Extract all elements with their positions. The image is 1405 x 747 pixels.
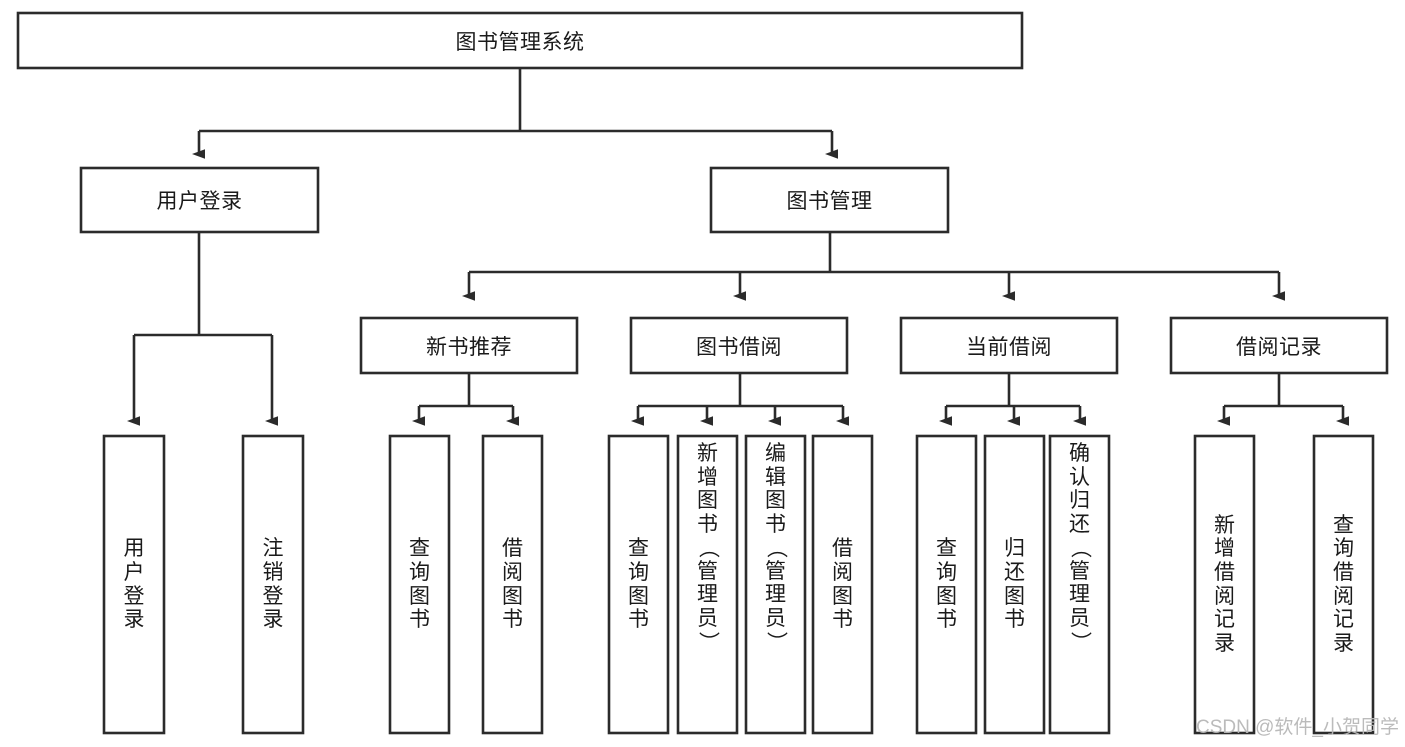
node-book-borrow[interactable] <box>629 316 849 375</box>
node-new-book-recommend[interactable] <box>359 316 579 375</box>
leaf-box-borrow-record-1[interactable] <box>1312 434 1375 735</box>
node-borrow-record[interactable] <box>1169 316 1389 375</box>
leaf-box-book-borrow-0[interactable] <box>607 434 670 735</box>
leaf-box-current-borrow-1[interactable] <box>983 434 1046 735</box>
leaf-box-new-book-1[interactable] <box>481 434 544 735</box>
csdn-watermark: CSDN @软件_小贺同学 <box>1196 717 1399 738</box>
leaf-box-borrow-record-0[interactable] <box>1193 434 1256 735</box>
leaf-box-new-book-0[interactable] <box>388 434 451 735</box>
leaf-box-book-borrow-2[interactable] <box>744 434 807 735</box>
leaf-box-user-login-1[interactable] <box>241 434 305 735</box>
node-root-book-management-system[interactable] <box>16 11 1024 70</box>
node-book-management[interactable] <box>709 166 950 234</box>
node-current-borrow[interactable] <box>899 316 1119 375</box>
leaf-box-current-borrow-2[interactable] <box>1048 434 1111 735</box>
node-user-login[interactable] <box>79 166 320 234</box>
leaf-box-user-login-0[interactable] <box>102 434 166 735</box>
leaf-box-book-borrow-1[interactable] <box>676 434 739 735</box>
leaf-box-current-borrow-0[interactable] <box>915 434 978 735</box>
leaf-box-book-borrow-3[interactable] <box>811 434 874 735</box>
